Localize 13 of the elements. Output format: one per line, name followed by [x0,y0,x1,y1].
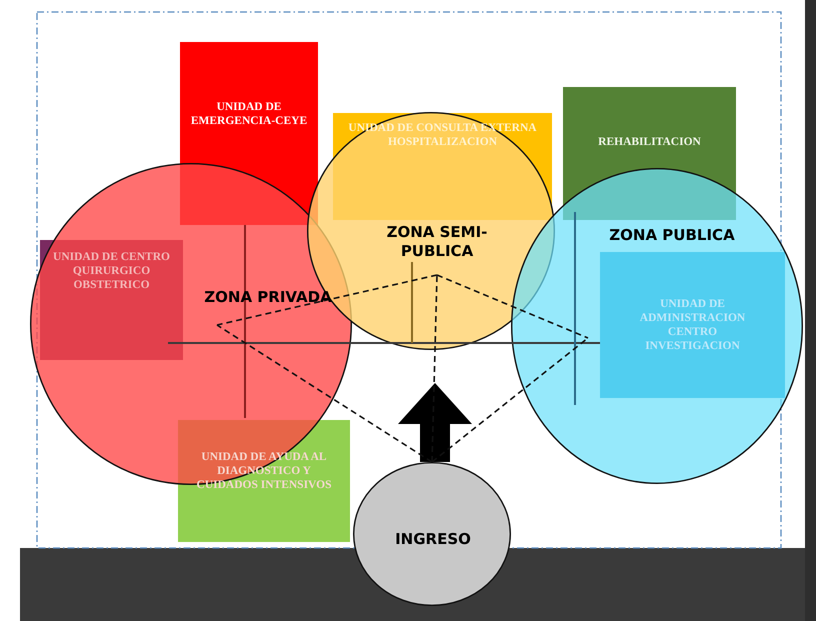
unit-label: UNIDAD DE ADMINISTRACION CENTRO INVESTIGACION [638,297,746,353]
dashed-connector [432,337,588,463]
unit-label: UNIDAD DE CENTRO QUIRURGICO OBSTETRICO [52,250,171,292]
unit-label: REHABILITACION [598,135,701,149]
zone-label: ZONA SEMI-PUBLICA [386,223,488,261]
zone-label: INGRESO [394,530,472,549]
block-arrow [398,383,472,462]
zone-label: ZONA PUBLICA [608,226,736,245]
dashed-connector [216,324,432,463]
unit-label: UNIDAD DE EMERGENCIA-CEYE [190,100,308,128]
dashed-connector [431,274,438,462]
dashed-connector [436,274,588,339]
dashed-connector [216,274,438,326]
